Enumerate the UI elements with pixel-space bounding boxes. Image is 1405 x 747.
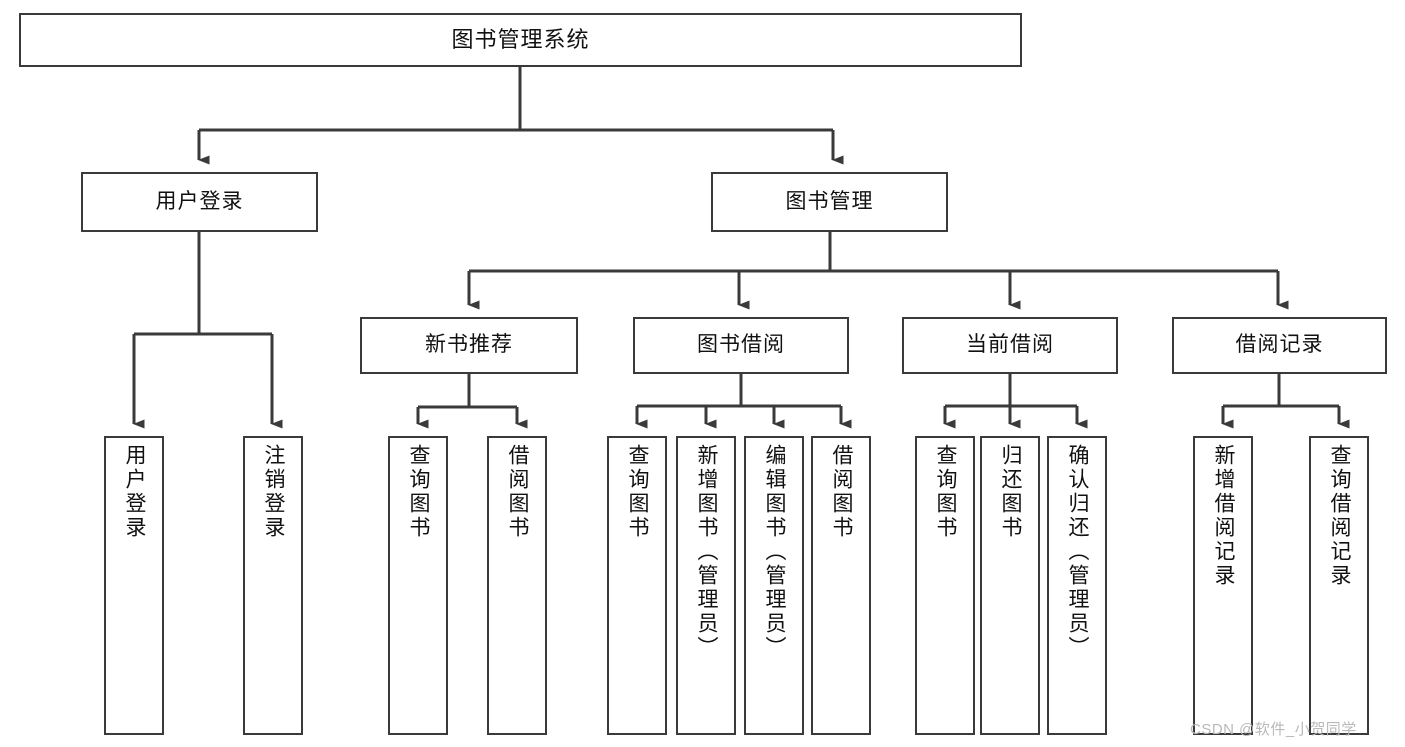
node-label: 查询图书 <box>626 444 650 540</box>
node-root-system[interactable]: 图书管理系统 <box>19 13 1022 67</box>
node-label: 编辑图书（管理员） <box>763 444 787 660</box>
leaf-current-borrow-return[interactable]: 归还图书 <box>980 436 1040 735</box>
leaf-user-login-login[interactable]: 用户登录 <box>104 436 164 735</box>
node-borrow-record[interactable]: 借阅记录 <box>1172 317 1387 374</box>
leaf-borrow-record-query[interactable]: 查询借阅记录 <box>1309 436 1369 735</box>
node-book-management[interactable]: 图书管理 <box>711 172 948 232</box>
node-label: 当前借阅 <box>966 333 1054 357</box>
node-label: 查询图书 <box>934 444 958 540</box>
node-label: 注销登录 <box>262 444 286 540</box>
node-label: 确认归还（管理员） <box>1066 444 1090 660</box>
node-label: 图书借阅 <box>697 333 785 357</box>
node-label: 图书管理系统 <box>451 27 590 53</box>
node-label: 借阅图书 <box>506 444 530 540</box>
node-label: 图书管理 <box>785 189 874 213</box>
node-label: 查询借阅记录 <box>1328 444 1352 588</box>
leaf-current-borrow-confirm-return[interactable]: 确认归还（管理员） <box>1047 436 1107 735</box>
node-label: 新书推荐 <box>425 333 513 357</box>
node-user-login[interactable]: 用户登录 <box>81 172 318 232</box>
node-label: 借阅图书 <box>830 444 854 540</box>
leaf-new-book-borrow[interactable]: 借阅图书 <box>487 436 547 735</box>
node-label: 查询图书 <box>407 444 431 540</box>
node-label: 新增借阅记录 <box>1212 444 1236 588</box>
leaf-book-borrow-add[interactable]: 新增图书（管理员） <box>676 436 736 735</box>
node-current-borrow[interactable]: 当前借阅 <box>902 317 1118 374</box>
leaf-book-borrow-borrow[interactable]: 借阅图书 <box>811 436 871 735</box>
node-book-borrow[interactable]: 图书借阅 <box>633 317 849 374</box>
leaf-book-borrow-edit[interactable]: 编辑图书（管理员） <box>744 436 804 735</box>
node-new-book-recommend[interactable]: 新书推荐 <box>360 317 578 374</box>
node-label: 归还图书 <box>999 444 1023 540</box>
leaf-borrow-record-add[interactable]: 新增借阅记录 <box>1193 436 1253 735</box>
node-label: 借阅记录 <box>1235 333 1324 357</box>
node-label: 新增图书（管理员） <box>695 444 719 660</box>
node-label: 用户登录 <box>155 189 244 213</box>
csdn-watermark: CSDN @软件_小贺同学 <box>1190 721 1357 738</box>
leaf-book-borrow-query[interactable]: 查询图书 <box>607 436 667 735</box>
node-label: 用户登录 <box>123 444 147 540</box>
leaf-new-book-query[interactable]: 查询图书 <box>388 436 448 735</box>
leaf-current-borrow-query[interactable]: 查询图书 <box>915 436 975 735</box>
leaf-user-login-logout[interactable]: 注销登录 <box>243 436 303 735</box>
